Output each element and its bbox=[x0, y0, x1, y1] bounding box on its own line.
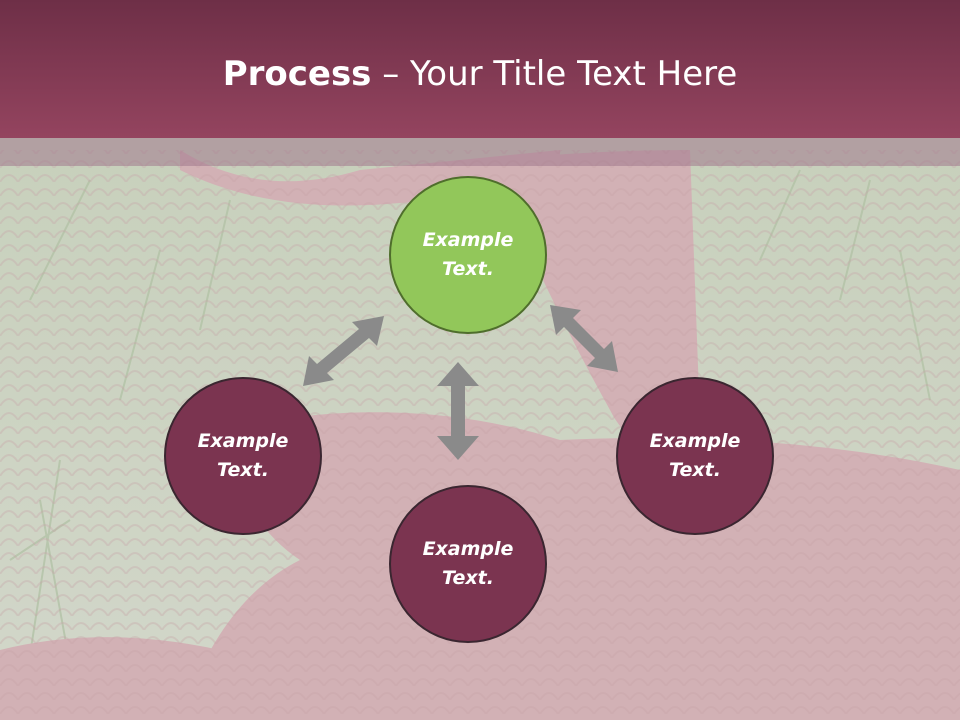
node-bottom-label: Example Text. bbox=[422, 538, 514, 589]
arrow-vertical bbox=[437, 362, 479, 460]
title-rest: – Your Title Text Here bbox=[371, 54, 738, 94]
title-strip bbox=[0, 138, 960, 166]
process-node-bottom: Example Text. bbox=[389, 485, 547, 643]
node-left-label: Example Text. bbox=[197, 430, 289, 481]
node-right-label: Example Text. bbox=[649, 430, 741, 481]
title-bold: Process bbox=[222, 54, 372, 94]
slide-title: Process – Your Title Text Here bbox=[0, 52, 960, 96]
process-node-right: Example Text. bbox=[616, 377, 774, 535]
arrow-top-left bbox=[303, 316, 384, 386]
title-bar bbox=[0, 0, 960, 138]
arrow-top-right bbox=[550, 305, 618, 372]
process-node-left: Example Text. bbox=[164, 377, 322, 535]
process-node-top: Example Text. bbox=[389, 176, 547, 334]
node-top-label: Example Text. bbox=[422, 229, 514, 280]
